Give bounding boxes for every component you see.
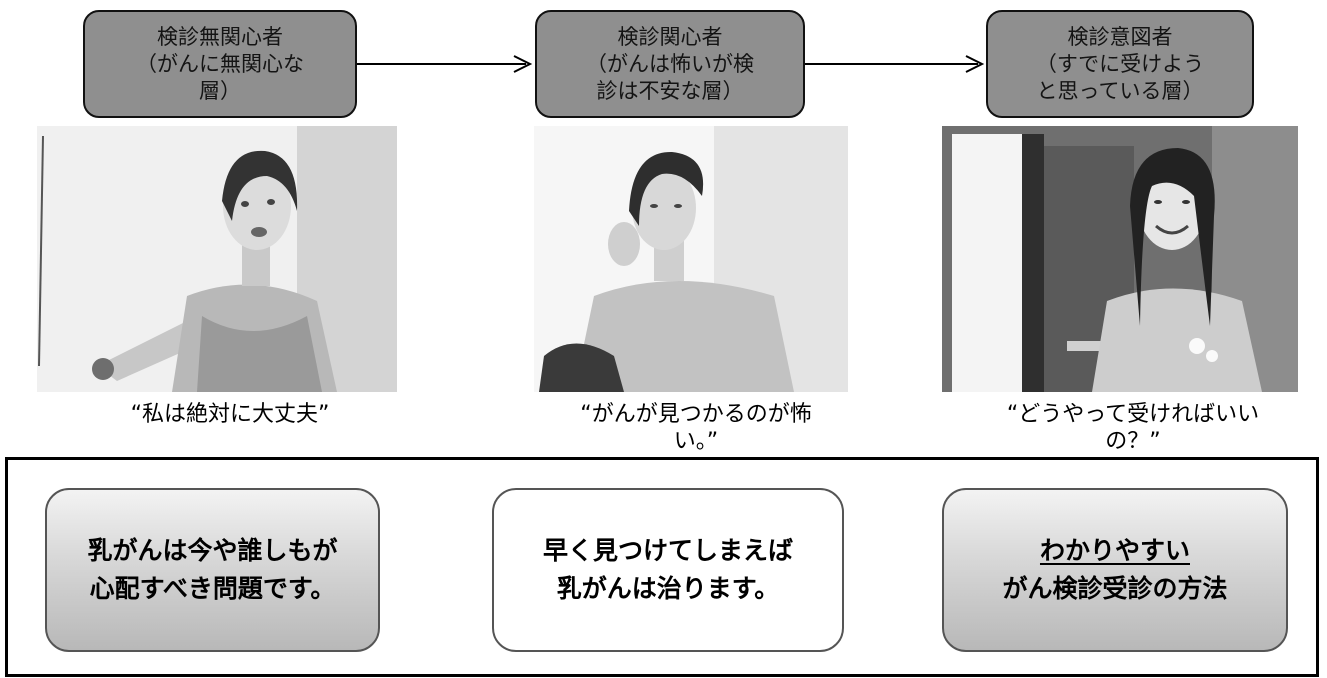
message-box-method: わかりやすい がん検診受診の方法 [942,488,1288,652]
stage-title: 検診無関心者 [157,24,283,49]
stage-title: 検診関心者 [617,24,723,49]
quote-indifferent: “私は絶対に大丈夫” [80,401,380,428]
message-box-early-detection: 早く見つけてしまえば 乳がんは治ります。 [492,488,844,652]
right-arrow-icon [805,55,985,73]
quote-line: “私は絶対に大丈夫” [130,402,330,427]
stage-desc-line: （がんは怖いが検 [586,51,754,76]
quote-line: の？” [1105,429,1161,454]
stage-box-indifferent: 検診無関心者 （がんに無関心な 層） [83,10,357,118]
quote-line: “がんが見つかるのが怖 [580,402,812,427]
quote-line: “どうやって受ければいい [1006,402,1260,427]
stage-desc-line: （がんに無関心な [136,51,304,76]
stage-desc-line: （すでに受けよう [1035,51,1205,76]
stage-box-intending: 検診意図者 （すでに受けよう と思っている層） [986,10,1254,118]
stage-title: 検診意図者 [1067,24,1173,49]
message-line: がん検診受診の方法 [1002,574,1228,603]
quote-line: い。” [673,429,719,454]
message-line: 心配すべき問題です。 [89,574,336,603]
quote-intending: “どうやって受ければいい の？” [978,401,1288,455]
message-line: 乳がんは今や誰しもが [87,536,338,565]
stage-desc-line: 層） [199,78,241,103]
right-arrow-icon [357,55,533,73]
message-line: 早く見つけてしまえば [542,536,793,565]
stage-desc-line: 診は不安な層） [596,78,744,103]
woman-smiling-photo [942,126,1298,392]
quote-interested: “がんが見つかるのが怖 い。” [556,401,836,455]
stage-desc-line: と思っている層） [1036,78,1204,103]
woman-worried-photo [534,126,848,392]
message-panel [5,457,1319,677]
message-line: 乳がんは治ります。 [556,574,780,603]
message-box-risk: 乳がんは今や誰しもが 心配すべき問題です。 [45,488,380,652]
woman-portrait-photo [37,126,397,392]
stage-box-interested: 検診関心者 （がんは怖いが検 診は不安な層） [535,10,805,118]
message-line: わかりやすい [1039,536,1190,565]
